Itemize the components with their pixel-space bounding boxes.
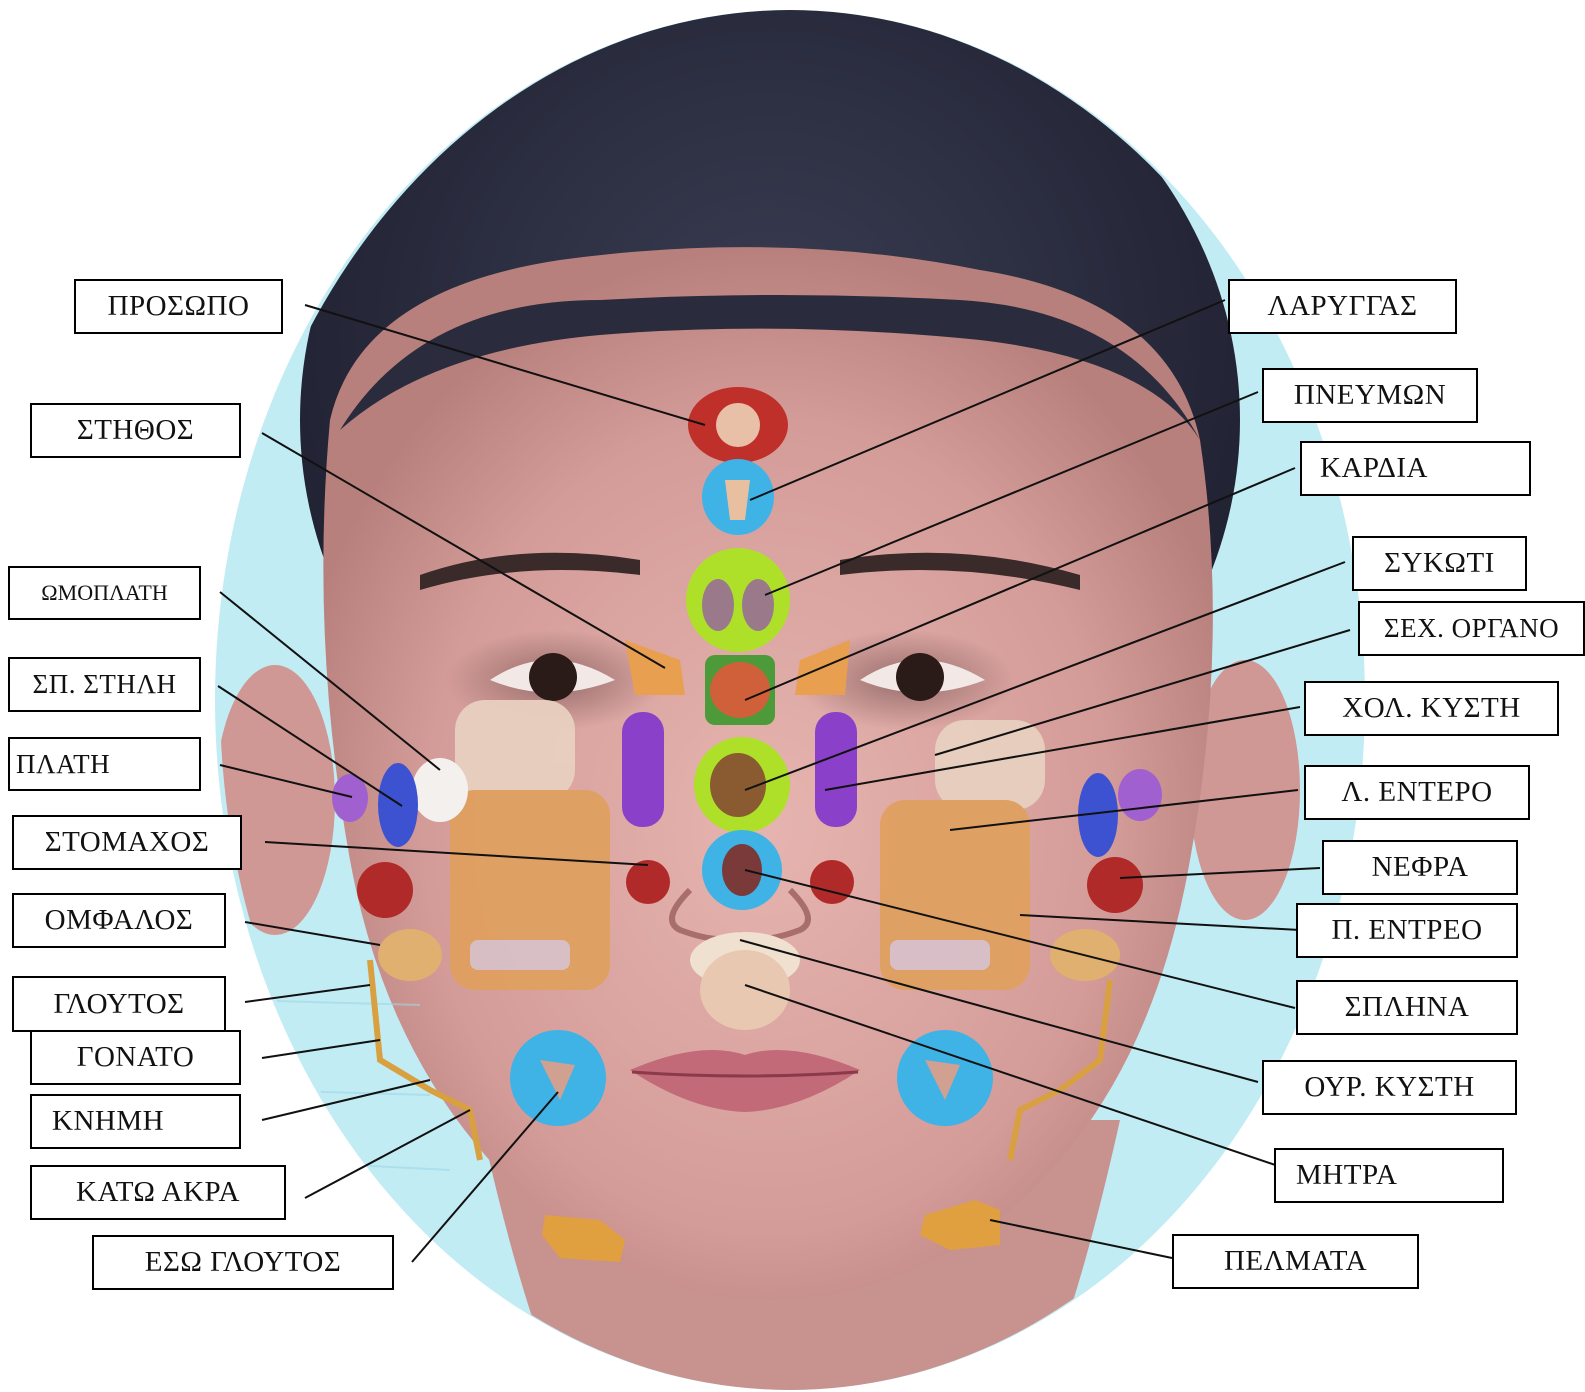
label-urinary-bladder: ΟΥΡ. ΚΥΣΤΗ bbox=[1262, 1060, 1517, 1115]
label-sex-organ: ΣΕΧ. ΟΡΓΑΝΟ bbox=[1358, 601, 1585, 656]
marker-lungs bbox=[686, 548, 790, 652]
label-heart: ΚΑΡΔΙΑ bbox=[1300, 441, 1531, 496]
marker-stomach-right bbox=[810, 860, 854, 904]
marker-sex-organ-left bbox=[622, 712, 664, 827]
label-larynx: ΛΑΡΥΓΓΑΣ bbox=[1228, 279, 1457, 334]
label-inner-buttock: ΕΣΩ ΓΛΟΥΤΟΣ bbox=[92, 1235, 394, 1290]
label-soles: ΠΕΛΜΑΤΑ bbox=[1172, 1234, 1419, 1289]
label-chest: ΣΤΗΘΟΣ bbox=[30, 403, 241, 458]
marker-stomach-left bbox=[626, 860, 670, 904]
label-back: ΠΛΑΤΗ bbox=[8, 737, 201, 791]
marker-kidney-right bbox=[1087, 857, 1143, 913]
label-large-intestine: Λ. ΕΝΤΕΡΟ bbox=[1304, 765, 1530, 820]
marker-kidney-left bbox=[357, 862, 413, 918]
left-ear bbox=[215, 665, 335, 935]
label-shoulder-blade: ΩΜΟΠΛΑΤΗ bbox=[8, 566, 201, 620]
label-lower-limbs: ΚΑΤΩ ΑΚΡΑ bbox=[30, 1165, 286, 1220]
label-kidneys: ΝΕΦΡΑ bbox=[1322, 840, 1518, 895]
label-stomach: ΣΤΟΜΑΧΟΣ bbox=[12, 815, 242, 870]
label-shin: ΚΝΗΜΗ bbox=[30, 1094, 241, 1149]
label-buttock: ΓΛΟΥΤΟΣ bbox=[12, 976, 226, 1032]
marker-navel-left bbox=[378, 929, 442, 981]
label-face: ΠΡΟΣΩΠΟ bbox=[74, 279, 283, 334]
label-gallbladder: ΧΟΛ. ΚΥΣΤΗ bbox=[1304, 681, 1559, 736]
label-navel: ΟΜΦΑΛΟΣ bbox=[12, 893, 226, 948]
marker-spine-left bbox=[378, 763, 418, 847]
label-spine: ΣΠ. ΣΤΗΛΗ bbox=[8, 657, 201, 712]
label-knee: ΓΟΝΑΤΟ bbox=[30, 1030, 241, 1085]
label-uterus: ΜΗΤΡΑ bbox=[1274, 1148, 1504, 1203]
label-liver: ΣΥΚΩΤΙ bbox=[1352, 536, 1527, 591]
label-spleen: ΣΠΛΗΝΑ bbox=[1296, 980, 1518, 1035]
label-lungs: ΠΝΕΥΜΩΝ bbox=[1262, 368, 1478, 423]
label-small-intestine: Π. ΕΝΤΡΕΟ bbox=[1296, 903, 1518, 958]
marker-sex-organ-right bbox=[815, 712, 857, 827]
marker-shoulder-blade bbox=[412, 758, 468, 822]
marker-back-right bbox=[1118, 769, 1162, 821]
